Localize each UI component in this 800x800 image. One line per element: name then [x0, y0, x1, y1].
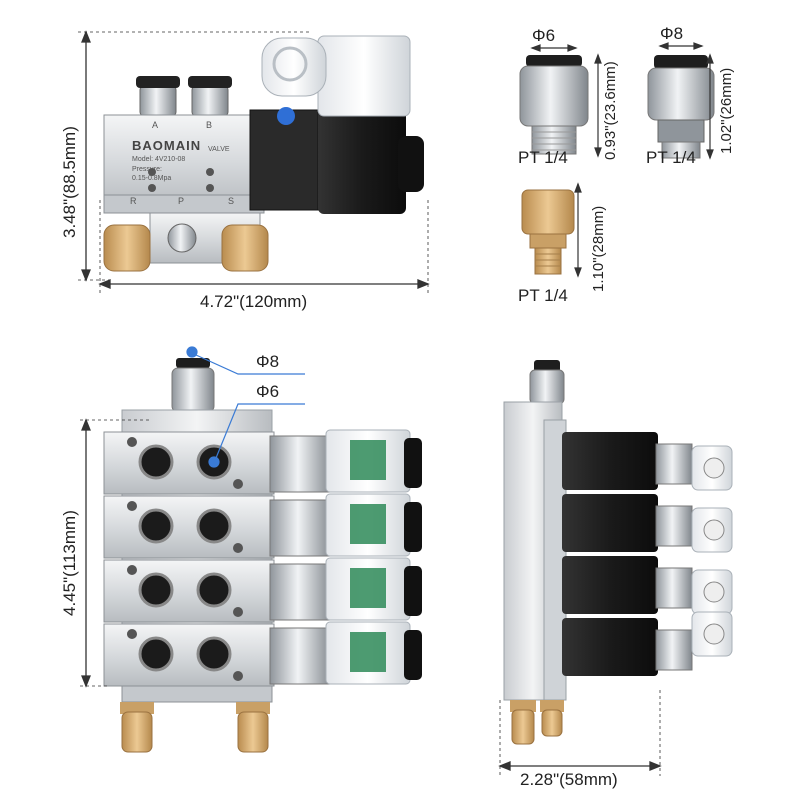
side-coils [562, 432, 658, 676]
fitting-3-thread: PT 1/4 [518, 286, 568, 305]
main-valve-dimension-lines [78, 30, 430, 295]
solenoid-coil [318, 108, 406, 214]
port-b-label: B [206, 120, 213, 130]
port-s-label: S [228, 196, 235, 206]
main-valve-figure [78, 30, 430, 295]
mufflers [103, 224, 269, 272]
valve-pressure-range: 0.15-0.8Mpa [132, 175, 172, 182]
valve-pressure-label: Pressure: [132, 166, 162, 173]
callout-lines [186, 346, 305, 468]
fitting-2-diameter: Φ8 [660, 24, 684, 43]
side-connectors [655, 443, 733, 671]
main-valve-height-dimension: 3.48"(88.5mm) [60, 126, 79, 238]
manifold-height-dimension [80, 418, 150, 688]
port-r-label: R [130, 196, 137, 206]
callout-phi8-label: Φ8 [256, 352, 280, 371]
manifold-width-label: 2.28"(58mm) [520, 770, 618, 789]
fitting-1-length: 0.93"(23.6mm) [602, 61, 619, 160]
top-port-fittings [136, 76, 232, 117]
callout-phi6-label: Φ6 [256, 382, 280, 401]
valve-brand-text: BAOMAIN [132, 138, 202, 153]
fitting-phi6-figure [519, 44, 602, 158]
manifold-height-label: 4.45"(113mm) [60, 510, 79, 616]
manifold-width-dimension [498, 690, 662, 776]
muffler-fitting-figure [521, 182, 582, 278]
valve-type-text: VALVE [208, 146, 230, 153]
port-p-label: P [178, 196, 185, 206]
manifold-front-figure [80, 346, 422, 753]
din-connector [317, 35, 411, 117]
fitting-1-diameter: Φ6 [532, 26, 556, 45]
fitting-1-thread: PT 1/4 [518, 148, 568, 167]
main-valve-width-dimension: 4.72"(120mm) [200, 292, 308, 311]
fitting-phi8-figure [647, 42, 715, 160]
valve-body [103, 114, 255, 208]
solenoid-housing [249, 109, 319, 211]
valve-model-text: Model: 4V210-08 [132, 156, 186, 163]
fitting-2-length: 1.02"(26mm) [718, 67, 735, 154]
fitting-2-thread: PT 1/4 [646, 148, 696, 167]
manual-override-button [277, 107, 295, 125]
port-a-label: A [152, 120, 159, 130]
fitting-3-length: 1.10"(28mm) [590, 205, 607, 292]
manifold-side-figure [498, 360, 733, 776]
stacked-valves [103, 429, 422, 687]
